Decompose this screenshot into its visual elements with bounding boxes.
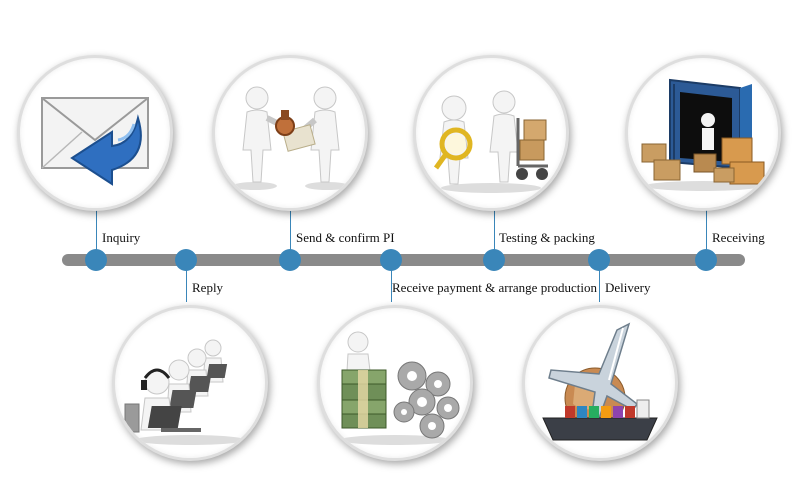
step-label-receive-payment: Receive payment & arrange production xyxy=(392,280,598,295)
money-gears-icon xyxy=(317,305,473,461)
step-dot-send-confirm-pi xyxy=(279,249,301,271)
step-dot-receiving xyxy=(695,249,717,271)
step-label-testing-packing: Testing & packing xyxy=(499,230,595,245)
connector-testing-packing xyxy=(494,206,495,252)
plane-ship-globe-icon xyxy=(522,305,678,461)
step-dot-inquiry xyxy=(85,249,107,271)
magnifier-boxes-icon xyxy=(413,55,569,211)
step-label-send-confirm-pi: Send & confirm PI xyxy=(296,230,395,245)
connector-inquiry xyxy=(96,206,97,252)
step-label-inquiry: Inquiry xyxy=(102,230,141,245)
step-label-reply: Reply xyxy=(192,280,224,295)
step-label-delivery: Delivery xyxy=(605,280,651,295)
timeline-bar xyxy=(62,254,745,266)
step-dot-delivery xyxy=(588,249,610,271)
call-center-icon xyxy=(112,305,268,461)
step-dot-testing-packing xyxy=(483,249,505,271)
connector-send-confirm-pi xyxy=(290,206,291,252)
stamp-document-icon xyxy=(212,55,368,211)
connector-reply xyxy=(186,268,187,302)
step-label-receiving: Receiving xyxy=(712,230,765,245)
connector-delivery xyxy=(599,268,600,302)
envelope-reply-icon xyxy=(17,55,173,211)
step-dot-reply xyxy=(175,249,197,271)
step-dot-receive-payment xyxy=(380,249,402,271)
connector-receive-payment xyxy=(391,268,392,302)
connector-receiving xyxy=(706,206,707,252)
container-crates-icon xyxy=(625,55,781,211)
